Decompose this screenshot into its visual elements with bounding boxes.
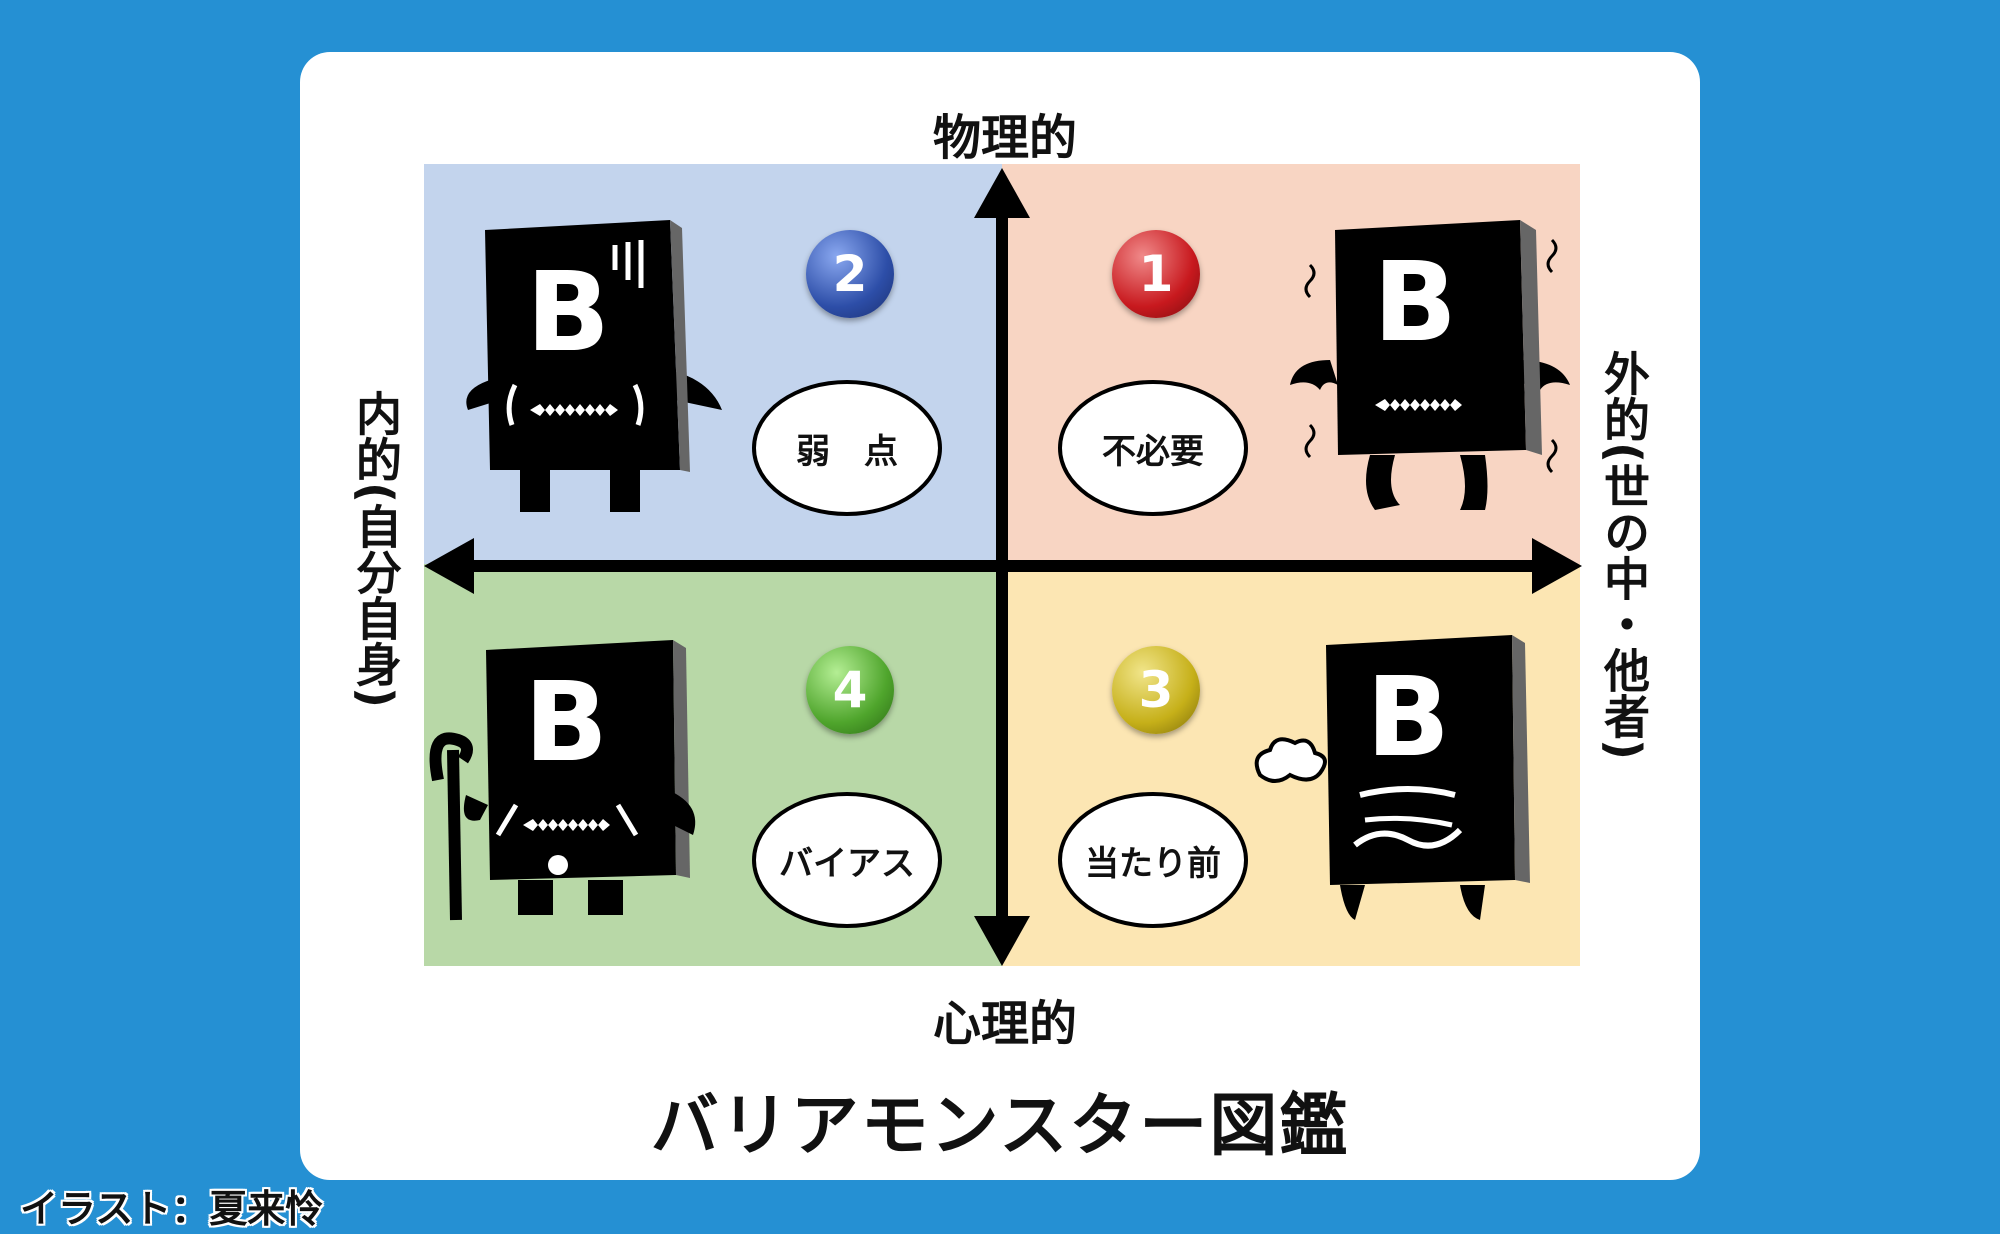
arrow-right-icon — [1532, 538, 1582, 594]
arrow-down-icon — [974, 916, 1030, 966]
monster-letter: B — [1366, 653, 1450, 781]
axis-label-top: 物理的 — [932, 110, 1077, 166]
monster-letter: B — [526, 248, 610, 376]
arrow-up-icon — [974, 168, 1030, 218]
quadrant-badge-3: 3 — [1112, 646, 1200, 734]
quadrant-label-bias: バイアス — [752, 792, 942, 928]
axis-label-right: 外的(世の中・他者) — [1597, 350, 1651, 761]
illustration-credit: イラスト：夏来怜 — [20, 1187, 324, 1231]
monster-bias-icon: B — [429, 640, 696, 921]
axis-label-bottom: 心理的 — [932, 996, 1077, 1052]
quadrant-label-taken-for-granted: 当たり前 — [1058, 792, 1248, 928]
monster-weakness-icon: B — [466, 220, 722, 512]
quadrant-badge-2: 2 — [806, 230, 894, 318]
monster-taken-for-granted-icon: B — [1254, 635, 1530, 920]
quadrant-badge-4: 4 — [806, 646, 894, 734]
quadrant-label-weakness: 弱 点 — [752, 380, 942, 516]
quadrant-badge-1: 1 — [1112, 230, 1200, 318]
diagram-title: バリアモンスター図鑑 — [650, 1087, 1350, 1166]
monster-letter: B — [524, 658, 608, 786]
monster-letter: B — [1373, 238, 1457, 366]
arrow-left-icon — [424, 538, 474, 594]
axis-label-left: 内的(自分自身) — [349, 390, 403, 709]
quadrant-label-unnecessary: 不必要 — [1058, 380, 1248, 516]
monster-unnecessary-icon: B — [1290, 220, 1570, 510]
